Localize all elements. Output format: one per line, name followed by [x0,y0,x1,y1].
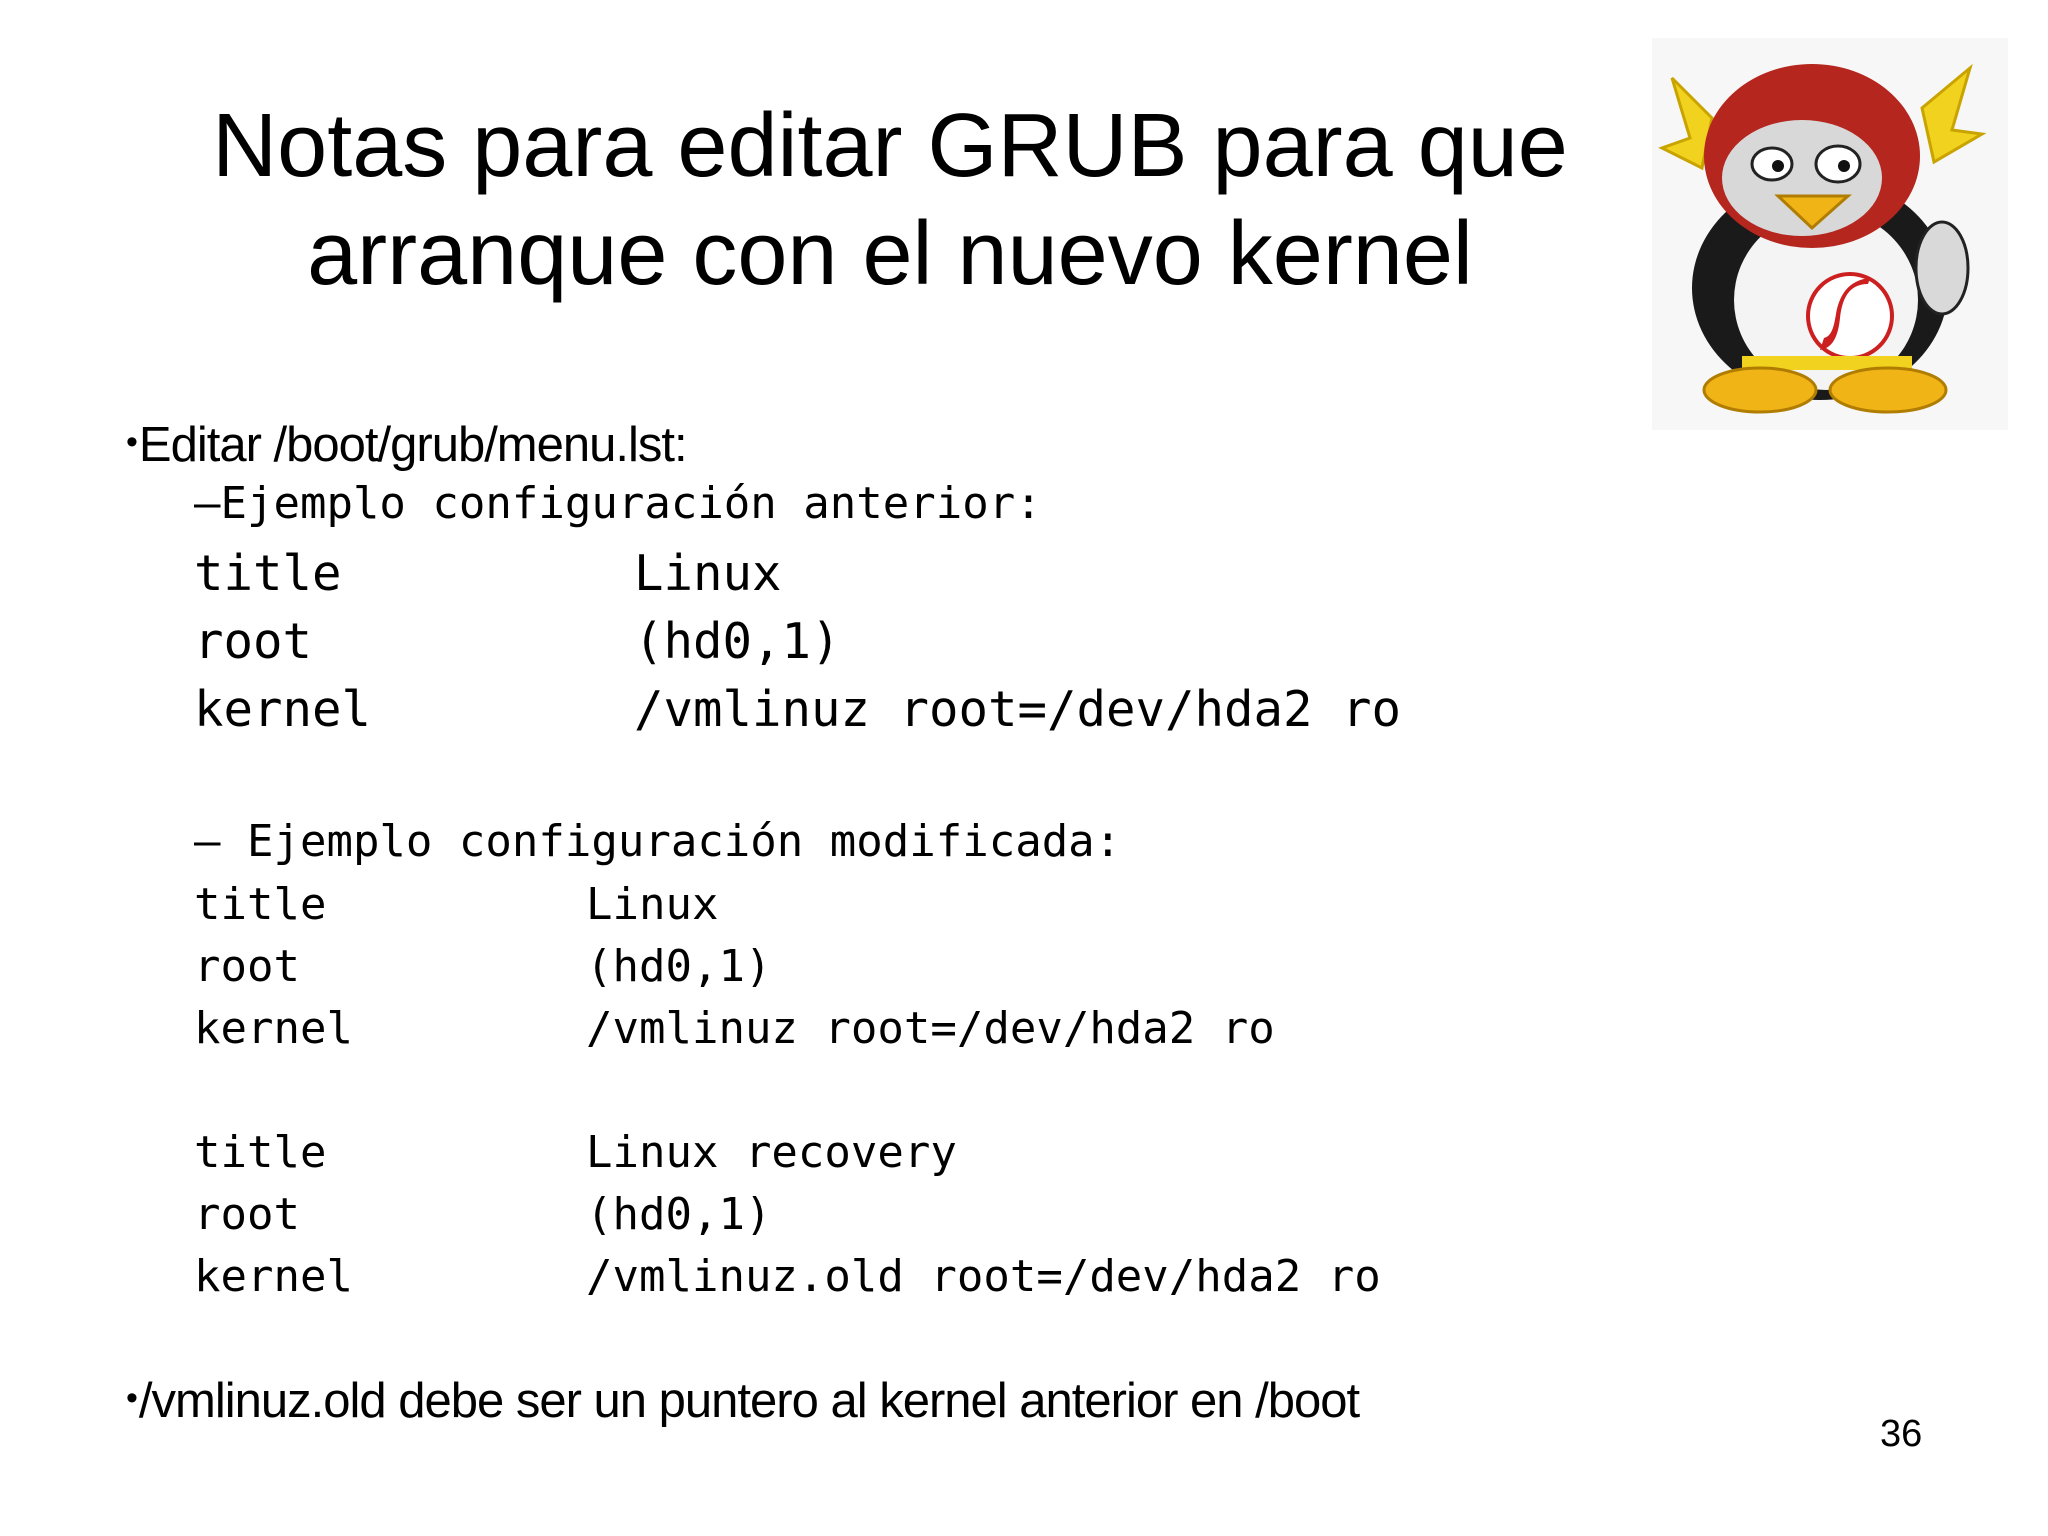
config-line: title Linux [194,874,718,936]
bullet-vmlinuz-old-note-text: /vmlinuz.old debe ser un puntero al kern… [138,1374,1360,1428]
config-value: Linux recovery [586,1127,957,1178]
config-line: kernel/vmlinuz.old root=/dev/hda2 ro [194,1246,1381,1308]
config-key: kernel [194,1251,353,1302]
subheading-previous-config: –Ejemplo configuración anterior: [194,478,1042,529]
config-line: title Linux [194,540,782,608]
config-key: root [194,941,300,992]
config-key: root [194,613,313,670]
config-line: kernel/vmlinuz root=/dev/hda2 ro [194,676,1401,744]
slide-title-line-1: Notas para editar GRUB para que [212,96,1568,196]
subheading-modified-config: – Ejemplo configuración modificada: [194,816,1122,867]
bullet-dot: • [126,423,138,461]
config-value: Linux [586,879,719,930]
config-line: root (hd0,1) [194,608,841,676]
config-key: title [194,879,327,930]
config-key: kernel [194,1003,353,1054]
bullet-vmlinuz-old-note: •/vmlinuz.old debe ser un puntero al ker… [126,1370,1360,1429]
config-line: root (hd0,1) [194,1184,771,1246]
config-value: Linux [634,545,782,602]
bullet-dot: • [126,1379,138,1417]
config-line: kernel/vmlinuz root=/dev/hda2 ro [194,998,1275,1060]
bullet-edit-menu-lst: •Editar /boot/grub/menu.lst: [126,414,688,473]
config-value: /vmlinuz root=/dev/hda2 ro [634,681,1402,738]
config-value: (hd0,1) [586,1189,772,1240]
config-value: (hd0,1) [586,941,772,992]
config-value: (hd0,1) [634,613,841,670]
config-line: title Linux recovery [194,1122,957,1184]
config-key: title [194,545,342,602]
config-value: /vmlinuz.old root=/dev/hda2 ro [586,1251,1381,1302]
slide-title-line-2: arranque con el nuevo kernel [307,204,1473,304]
config-key: title [194,1127,327,1178]
tux-flash-penguin-icon [1652,38,2008,430]
page-number: 36 [1880,1413,1923,1455]
slide-title: Notas para editar GRUB para que arranque… [150,92,1630,308]
config-value: /vmlinuz root=/dev/hda2 ro [586,1003,1275,1054]
config-key: kernel [194,681,372,738]
config-key: root [194,1189,300,1240]
bullet-edit-menu-lst-text: Editar /boot/grub/menu.lst: [138,418,688,472]
config-line: root (hd0,1) [194,936,771,998]
